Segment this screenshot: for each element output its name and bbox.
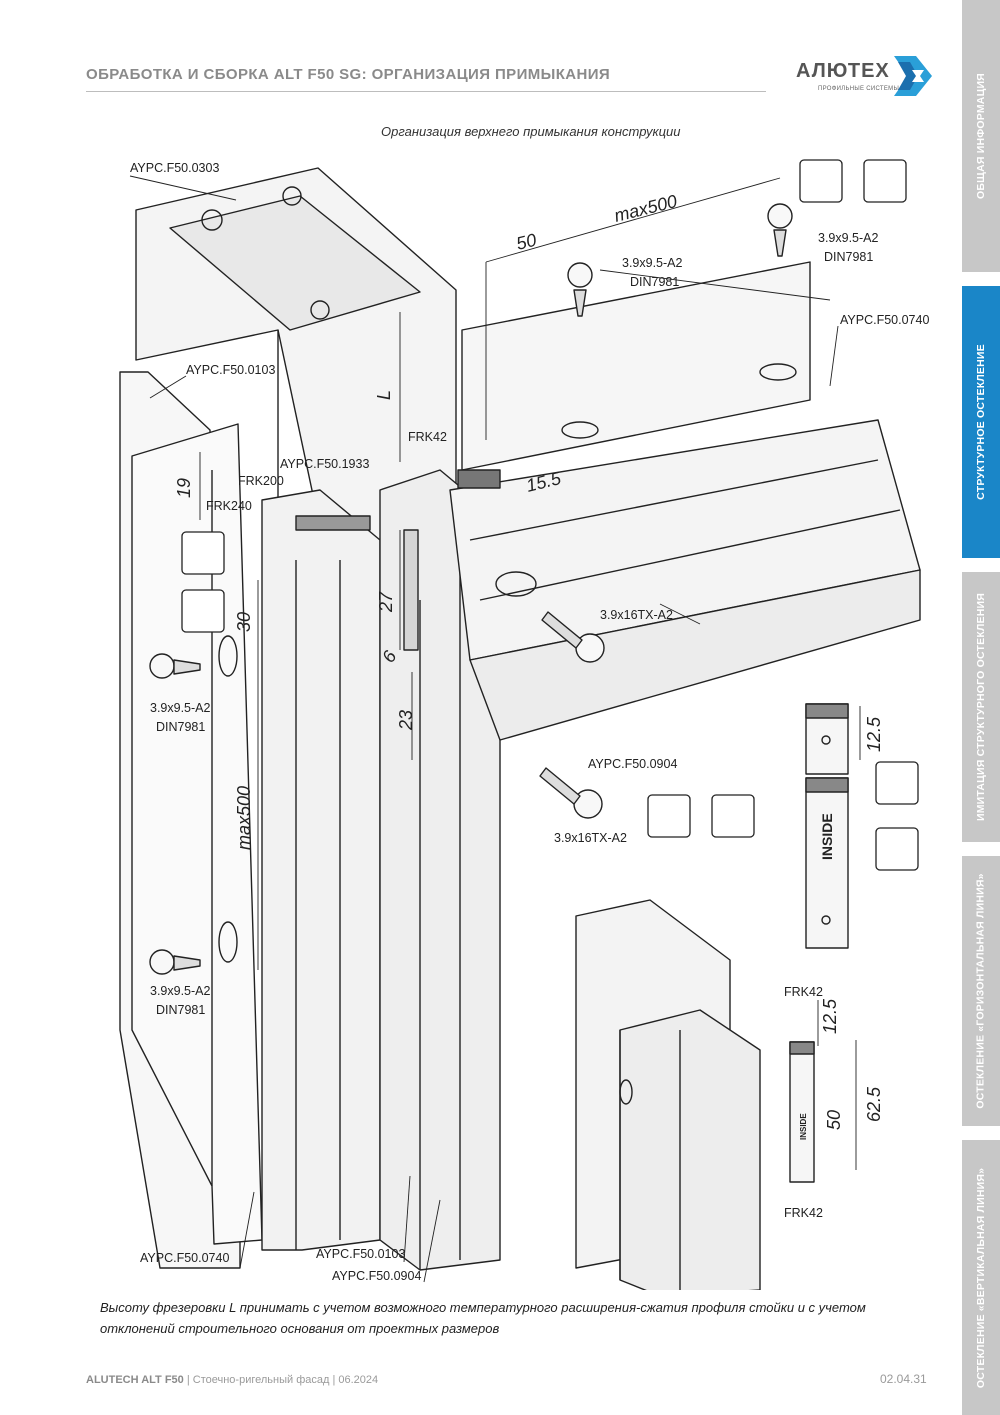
footer-date: 06.2024 xyxy=(338,1374,379,1386)
header-divider xyxy=(86,91,766,92)
profile-0904-vertical xyxy=(379,469,501,1271)
dim-max500-side: max500 xyxy=(234,786,254,850)
label-din-b: DIN7981 xyxy=(824,250,873,264)
dim-12-5-a: 12.5 xyxy=(864,716,884,752)
label-din-a: DIN7981 xyxy=(630,275,679,289)
dim-L: L xyxy=(374,390,394,400)
footer-description: Стоечно-ригельный фасад xyxy=(192,1374,330,1386)
label-p0103-bot: AYPC.F50.0103 xyxy=(316,1247,405,1261)
footer-separator: | xyxy=(183,1374,193,1386)
dim-23: 23 xyxy=(396,710,416,731)
label-inside-small: INSIDE xyxy=(799,1113,808,1140)
label-din-l2: DIN7981 xyxy=(156,1003,205,1017)
label-screw-a: 3.9x9.5-A2 xyxy=(622,256,683,270)
label-p0103-top: AYPC.F50.0103 xyxy=(186,363,275,377)
label-p0904-mid: AYPC.F50.0904 xyxy=(588,757,677,771)
page-title: ОБРАБОТКА И СБОРКА ALT F50 SG: ОРГАНИЗАЦ… xyxy=(86,66,611,83)
profile-0103 xyxy=(261,489,381,1251)
label-frk200: FRK200 xyxy=(238,474,284,488)
label-frk42-a: FRK42 xyxy=(784,985,823,999)
logo-mark-icon xyxy=(894,56,932,96)
label-frk240: FRK240 xyxy=(206,499,252,513)
dim-max500-top: max500 xyxy=(612,191,679,226)
label-inside: INSIDE xyxy=(819,813,835,860)
dim-50: 50 xyxy=(514,230,538,254)
logo-subtitle: ПРОФИЛЬНЫЕ СИСТЕМЫ xyxy=(818,86,900,92)
label-p0303: AYPC.F50.0303 xyxy=(130,161,219,175)
part-labels: AYPC.F50.0303 AYPC.F50.0103 AYPC.F50.074… xyxy=(130,161,929,1283)
drawing-caption: Организация верхнего примыкания конструк… xyxy=(381,124,681,139)
label-screw-tx1: 3.9x16TX-A2 xyxy=(600,608,673,622)
bottom-assembly xyxy=(575,899,815,1290)
dim-19: 19 xyxy=(174,478,194,498)
gasket-detail-strip xyxy=(805,703,849,949)
gasket-frk200 xyxy=(295,515,371,531)
label-p1933: AYPC.F50.1933 xyxy=(280,457,369,471)
label-screw-tx2: 3.9x16TX-A2 xyxy=(554,831,627,845)
section-sidebar: ОБЩАЯ ИНФОРМАЦИЯ СТРУКТУРНОЕ ОСТЕКЛЕНИЕ … xyxy=(962,0,1000,1415)
footer: ALUTECH ALT F50 | Стоечно-ригельный фаса… xyxy=(86,1374,378,1386)
footer-brand: ALUTECH ALT F50 xyxy=(86,1374,184,1386)
label-screw-l2: 3.9x9.5-A2 xyxy=(150,984,211,998)
dim-50-b: 50 xyxy=(824,1110,844,1130)
transom-assembly xyxy=(449,261,921,741)
alutech-logo: АЛЮТЕХ ПРОФИЛЬНЫЕ СИСТЕМЫ xyxy=(796,56,936,96)
dim-62-5: 62.5 xyxy=(864,1086,884,1122)
tab-general-info[interactable]: ОБЩАЯ ИНФОРМАЦИЯ xyxy=(962,0,1000,272)
label-frk42-b: FRK42 xyxy=(784,1206,823,1220)
label-screw-b: 3.9x9.5-A2 xyxy=(818,231,879,245)
label-p0904-bot: AYPC.F50.0904 xyxy=(332,1269,421,1283)
dim-12-5-b: 12.5 xyxy=(820,998,840,1034)
label-din-l1: DIN7981 xyxy=(156,720,205,734)
dim-27: 27 xyxy=(376,591,396,613)
tab-vertical-line[interactable]: ОСТЕКЛЕНИЕ «ВЕРТИКАЛЬНАЯ ЛИНИЯ» xyxy=(962,1140,1000,1415)
label-p0740-top: AYPC.F50.0740 xyxy=(840,313,929,327)
tab-structural-glazing[interactable]: СТРУКТУРНОЕ ОСТЕКЛЕНИЕ xyxy=(962,286,1000,558)
label-frk42-top: FRK42 xyxy=(408,430,447,444)
dim-30: 30 xyxy=(234,612,254,632)
logo-text: АЛЮТЕХ xyxy=(796,60,890,82)
dimension-lines xyxy=(129,175,861,1283)
milling-note: Высоту фрезеровки L принимать с учетом в… xyxy=(100,1300,866,1336)
tab-horizontal-line[interactable]: ОСТЕКЛЕНИЕ «ГОРИЗОНТАЛЬНАЯ ЛИНИЯ» xyxy=(962,856,1000,1126)
page-number: 02.04.31 xyxy=(880,1372,927,1386)
footer-separator: | xyxy=(329,1374,339,1386)
screw-icon xyxy=(149,203,793,975)
drill-icon xyxy=(181,159,919,871)
tab-imitation-structural[interactable]: ИМИТАЦИЯ СТРУКТУРНОГО ОСТЕКЛЕНИЯ xyxy=(962,572,1000,842)
label-p0740-bot: AYPC.F50.0740 xyxy=(140,1251,229,1265)
assembly-drawing: AYPC.F50.0303 AYPC.F50.0103 AYPC.F50.074… xyxy=(119,159,929,1290)
label-screw-l1: 3.9x9.5-A2 xyxy=(150,701,211,715)
